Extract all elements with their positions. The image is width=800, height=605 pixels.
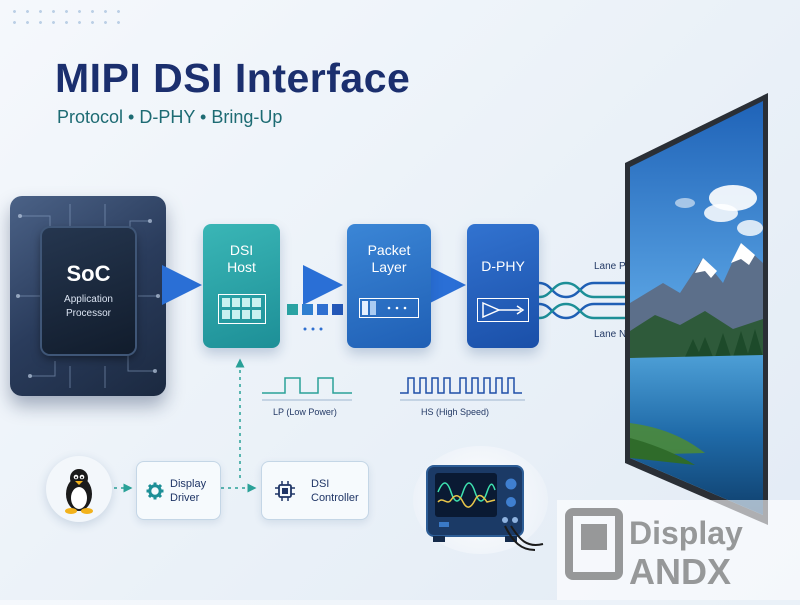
page-subtitle: Protocol • D-PHY • Bring-Up (57, 107, 283, 127)
packet-stream-icon (287, 304, 343, 331)
tux-icon (65, 469, 93, 514)
dphy-label: D-PHY (481, 258, 525, 274)
hs-waveform-label: HS (High Speed) (421, 407, 490, 417)
differential-lanes (538, 281, 625, 320)
watermark: Display ANDX (557, 500, 800, 600)
packet-frame-icon (359, 298, 419, 318)
soc-title: SoC (66, 261, 111, 286)
lp-waveform (262, 377, 352, 401)
linux-badge (46, 456, 112, 522)
decorative-dot-grid (8, 6, 123, 28)
watermark-text-top: Display (629, 515, 743, 551)
chip-icon (275, 481, 295, 501)
lp-waveform-label: LP (Low Power) (273, 407, 337, 417)
dsi-controller-label-line1: DSI (311, 478, 330, 490)
display-panel (625, 93, 768, 525)
display-driver-label-line1: Display (170, 478, 207, 490)
page-title: MIPI DSI Interface (55, 55, 411, 101)
watermark-text-bottom: ANDX (629, 551, 731, 592)
watermark-logo: Display ANDX (565, 508, 743, 592)
lane-n-label: Lane N (594, 329, 627, 340)
gear-icon (146, 482, 164, 500)
hs-waveform (400, 377, 525, 401)
packet-layer-block: Packet Layer (347, 224, 431, 348)
dsi-host-label-line1: DSI (229, 242, 254, 258)
oscilloscope-icon (426, 465, 544, 551)
landscape-screen (625, 93, 768, 525)
software-connectors (100, 358, 257, 493)
dsi-host-label-line2: Host (227, 259, 256, 275)
line-driver-icon (477, 298, 529, 322)
dsi-controller-card: DSI Controller (261, 461, 369, 520)
display-driver-label-line2: Driver (170, 492, 200, 504)
soc-die: SoC Application Processor (42, 228, 135, 354)
soc-subtitle-line1: Application (64, 294, 113, 305)
display-driver-card: Display Driver (136, 461, 221, 520)
dsi-host-block: DSI Host (203, 224, 280, 348)
lane-p-label: Lane P (594, 261, 626, 272)
buffer-grid-icon (218, 294, 266, 324)
dsi-controller-label-line2: Controller (311, 492, 359, 504)
soc-subtitle-line2: Processor (65, 308, 111, 319)
packet-layer-label-line1: Packet (367, 242, 411, 258)
dphy-block: D-PHY (467, 224, 539, 348)
packet-layer-label-line2: Layer (371, 259, 407, 275)
